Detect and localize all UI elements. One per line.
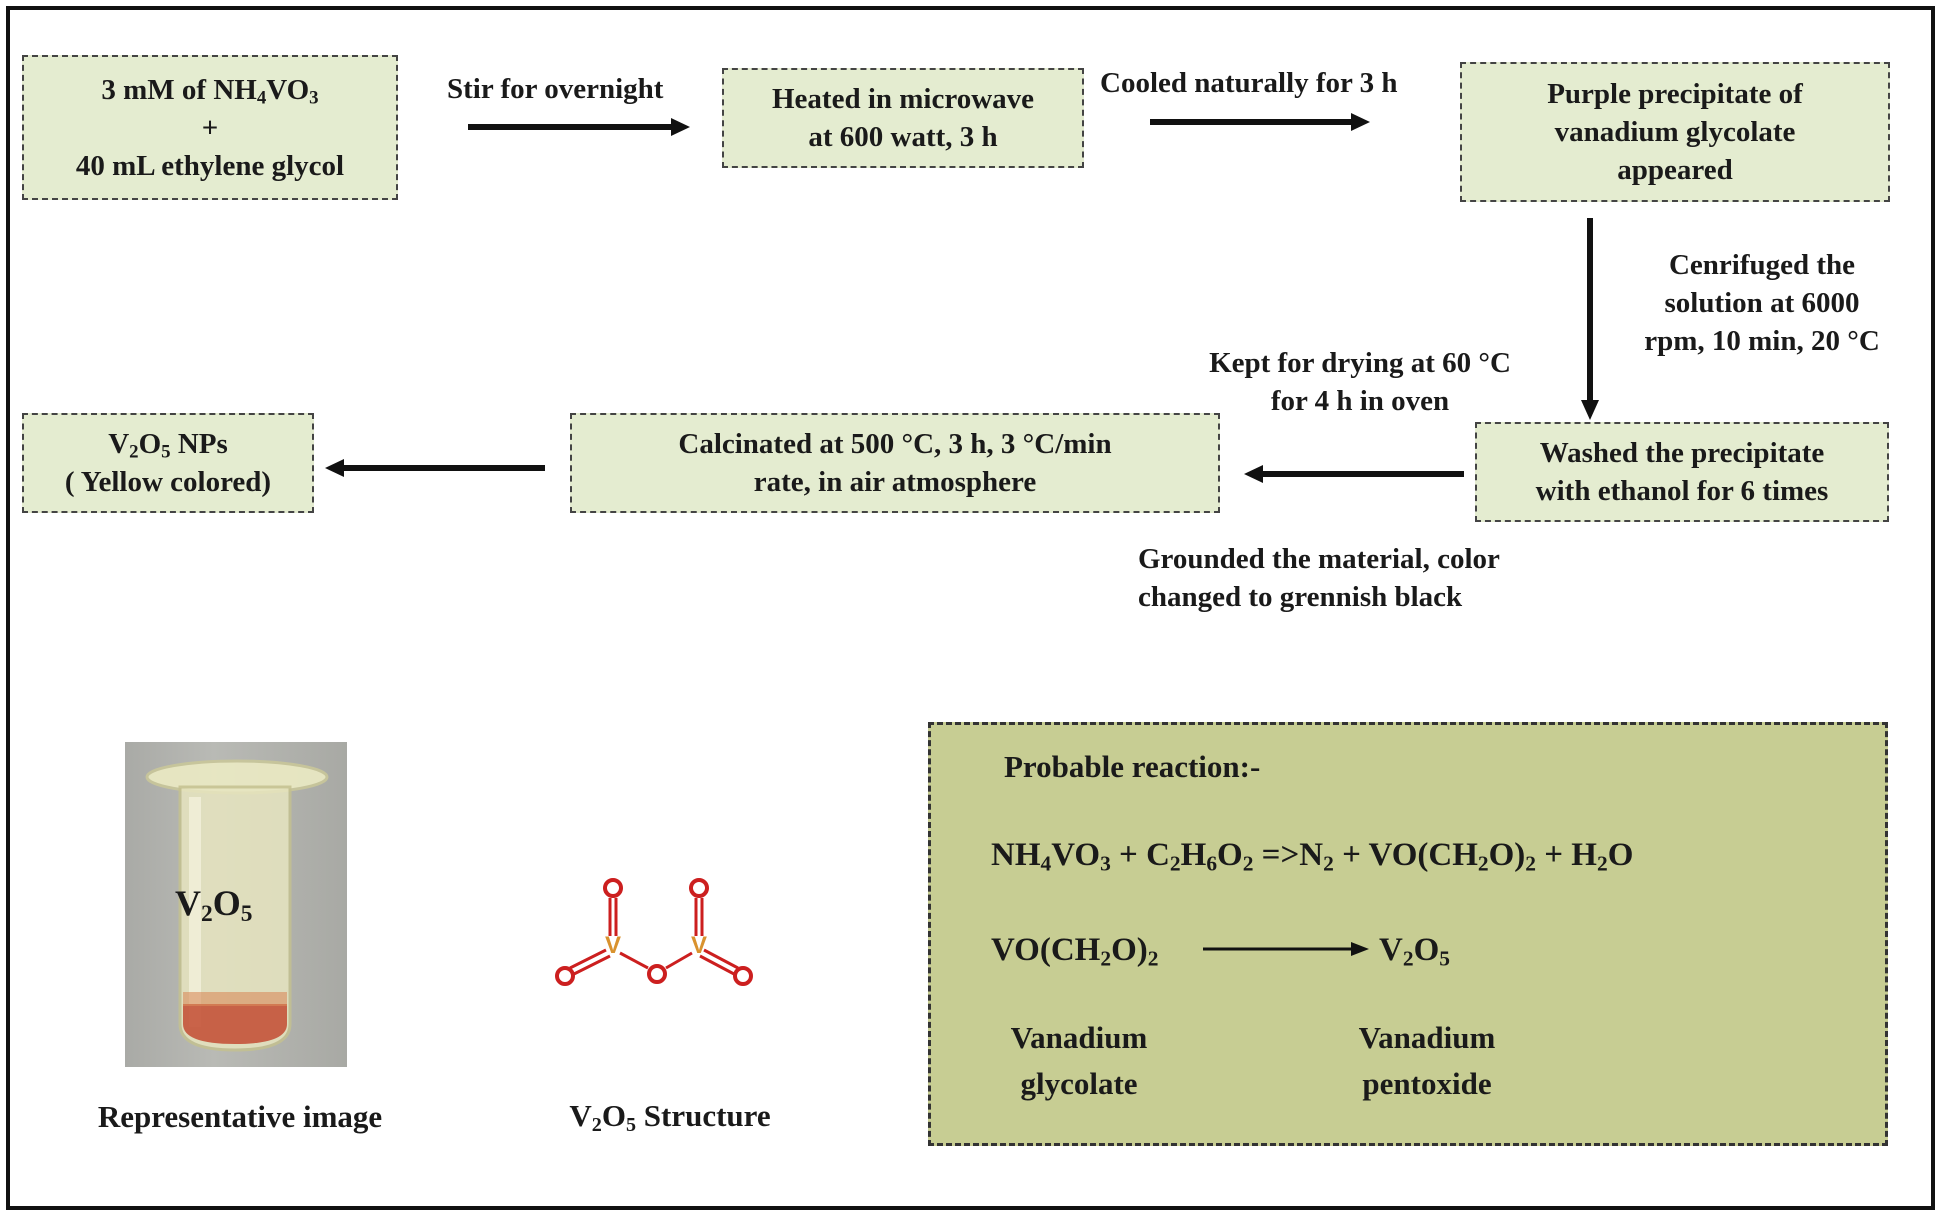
oxygen-atom-bridge bbox=[647, 964, 667, 984]
arrow-right-1 bbox=[468, 118, 690, 136]
arrow-left-2 bbox=[325, 459, 545, 477]
vial-photo: V2O5 bbox=[125, 742, 347, 1067]
step-calcination-box: Calcinated at 500 °C, 3 h, 3 °C/min rate… bbox=[570, 413, 1220, 513]
photo-caption: Representative image bbox=[97, 1099, 383, 1134]
reaction-equation-2-left: VO(CH2O)2 bbox=[991, 932, 1159, 971]
oxygen-atom-top-right bbox=[689, 878, 709, 898]
v2o5-structure-diagram: V V bbox=[555, 878, 753, 986]
vanadium-atom-right: V bbox=[691, 932, 707, 959]
microwave-line-1: Heated in microwave bbox=[771, 83, 1035, 115]
grounded-label: Grounded the material, color changed to … bbox=[1138, 543, 1500, 613]
reactant-name: Vanadium glycolate bbox=[1010, 1020, 1148, 1101]
precipitate-line-3: appeared bbox=[1617, 154, 1733, 186]
drying-label: Kept for drying at 60 °C for 4 h in oven bbox=[1209, 347, 1511, 417]
step-microwave-box: Heated in microwave at 600 watt, 3 h bbox=[722, 68, 1084, 168]
product-line-1: V2O5 NPs bbox=[108, 428, 228, 463]
washed-line-2: with ethanol for 6 times bbox=[1535, 475, 1829, 507]
vial-drawing bbox=[145, 759, 329, 1052]
stir-label: Stir for overnight bbox=[447, 73, 664, 105]
centrifuge-label: Cenrifuged the solution at 6000 rpm, 10 … bbox=[1644, 249, 1880, 357]
arrow-right-2 bbox=[1150, 113, 1370, 131]
reactants-plus: + bbox=[201, 111, 219, 144]
calcination-line-2: rate, in air atmosphere bbox=[753, 466, 1037, 498]
reactants-line-3: 40 mL ethylene glycol bbox=[75, 149, 345, 182]
reaction-equation-1: NH4VO3 + C2H6O2 =>N2 + VO(CH2O)2 + H2O bbox=[991, 837, 1634, 876]
reaction-equation-2-right: V2O5 bbox=[1379, 932, 1450, 971]
vanadium-atom-left: V bbox=[605, 932, 621, 959]
arrow-left-1 bbox=[1244, 465, 1464, 483]
washed-line-1: Washed the precipitate bbox=[1539, 437, 1825, 469]
arrow-down bbox=[1581, 218, 1599, 420]
step-washed-box: Washed the precipitate with ethanol for … bbox=[1475, 422, 1889, 522]
reaction-box: Probable reaction:- NH4VO3 + C2H6O2 =>N2… bbox=[928, 722, 1888, 1146]
step-product-box: V2O5 NPs ( Yellow colored) bbox=[22, 413, 314, 513]
structure-caption: V2O5 Structure bbox=[569, 1098, 771, 1137]
precipitate-line-1: Purple precipitate of bbox=[1547, 78, 1803, 110]
precipitate-line-2: vanadium glycolate bbox=[1554, 116, 1796, 148]
product-name: Vanadium pentoxide bbox=[1358, 1020, 1496, 1101]
reactants-line-1: 3 mM of NH4VO3 bbox=[101, 73, 319, 109]
calcination-line-1: Calcinated at 500 °C, 3 h, 3 °C/min bbox=[678, 428, 1112, 460]
step-reactants-box: 3 mM of NH4VO3 + 40 mL ethylene glycol bbox=[22, 55, 398, 200]
oxygen-atom-left bbox=[555, 966, 575, 986]
figure-frame bbox=[6, 6, 1935, 1210]
reaction-arrow bbox=[1203, 942, 1369, 956]
vial-label: V2O5 bbox=[175, 883, 253, 927]
reaction-title: Probable reaction:- bbox=[1004, 749, 1261, 784]
product-line-2: ( Yellow colored) bbox=[64, 466, 272, 498]
oxygen-atom-top-left bbox=[603, 878, 623, 898]
microwave-line-2: at 600 watt, 3 h bbox=[808, 121, 998, 153]
step-precipitate-box: Purple precipitate of vanadium glycolate… bbox=[1460, 62, 1890, 202]
cooled-label: Cooled naturally for 3 h bbox=[1100, 67, 1398, 99]
oxygen-atom-right bbox=[733, 966, 753, 986]
